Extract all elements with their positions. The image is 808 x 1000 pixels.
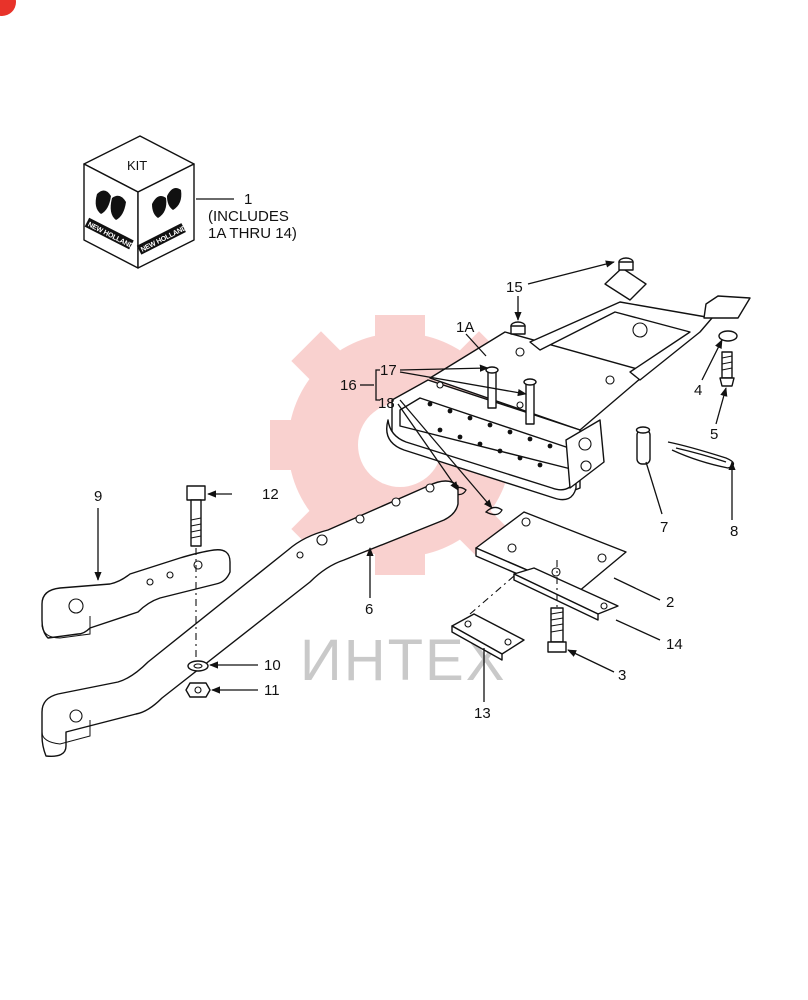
part-bolt-3 — [547, 607, 567, 653]
callout-9: 9 — [94, 488, 102, 505]
callout-17: 17 — [380, 362, 397, 379]
callout-3: 3 — [618, 667, 626, 684]
part-pin-7 — [635, 426, 651, 465]
corner-badge — [0, 0, 16, 16]
callout-18: 18 — [378, 395, 395, 412]
part-nut-11 — [185, 682, 211, 698]
callout-5: 5 — [710, 426, 718, 443]
callout-7: 7 — [660, 519, 668, 536]
callout-8: 8 — [730, 523, 738, 540]
part-drawbar-6 — [41, 480, 459, 757]
callout-16: 16 — [340, 377, 357, 394]
callout-1-note-line2: 1A THRU 14) — [208, 225, 297, 242]
callout-12: 12 — [262, 486, 279, 503]
part-bolt-17 — [485, 366, 537, 425]
callout-15: 15 — [506, 279, 523, 296]
kit-cube-icon: NEW HOLLAND NEW HOLLAND — [83, 135, 195, 269]
callout-2: 2 — [666, 594, 674, 611]
callout-1: 1 — [244, 191, 252, 208]
part-plate-14 — [513, 567, 619, 621]
callout-1a: 1A — [456, 319, 474, 336]
part-bolt-12 — [186, 485, 206, 547]
kit-label: KIT — [127, 158, 147, 173]
callout-13: 13 — [474, 705, 491, 722]
callout-1-note-line1: (INCLUDES — [208, 208, 289, 225]
part-washer-4 — [718, 330, 738, 342]
part-plate-13 — [451, 613, 525, 661]
callout-6: 6 — [365, 601, 373, 618]
callout-14: 14 — [666, 636, 683, 653]
part-clip-8 — [667, 441, 735, 469]
callout-4: 4 — [694, 382, 702, 399]
part-spacer-15 — [510, 257, 634, 335]
new-holland-logo-right — [152, 188, 182, 218]
callout-11: 11 — [264, 682, 280, 699]
plate-13-axis — [469, 575, 515, 615]
callout-10: 10 — [264, 657, 281, 674]
part-clevis-9 — [41, 549, 231, 639]
part-washer-10 — [187, 660, 209, 672]
new-holland-logo-left — [95, 190, 126, 220]
part-bolt-5 — [719, 351, 735, 387]
leader-lines — [94, 260, 736, 702]
part-drawbar-frame — [386, 267, 751, 501]
frame-hole-row — [427, 401, 553, 468]
